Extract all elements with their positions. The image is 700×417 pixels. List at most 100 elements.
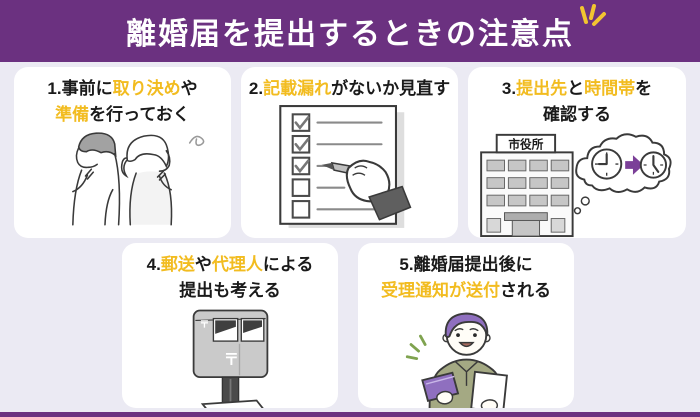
title-segment: 提出も考える: [179, 280, 281, 300]
city-hall-illustration: 市役所: [480, 133, 672, 238]
card-mail-or-proxy: 4.郵送や代理人による 提出も考える 〒 〒: [122, 243, 338, 408]
card-acceptance-notice: 5.離婚届提出後に 受理通知が送付される: [358, 243, 574, 408]
hand: [435, 390, 453, 405]
checkmark-icon: [294, 115, 310, 130]
envelope-edge: [425, 375, 454, 385]
postal-mark-small: 〒: [199, 319, 209, 331]
sparkle-line: [418, 334, 427, 346]
checklist-illustration: [279, 104, 412, 228]
person-with-documents-illustration: [405, 312, 508, 408]
window: [507, 159, 527, 172]
sparkle-line: [409, 343, 420, 353]
window: [507, 177, 527, 189]
window: [486, 218, 502, 233]
title-segment: や: [180, 79, 198, 98]
title-segment: と: [567, 79, 585, 98]
shine-icon: [580, 4, 606, 26]
title-segment-highlight: 取り決め: [112, 79, 181, 98]
man-raised-arm: [72, 174, 89, 193]
checkmark-icon: [294, 159, 310, 173]
title-segment-highlight: 郵送: [160, 255, 195, 274]
woman-torso: [129, 171, 172, 225]
title-line: 3.提出先と時間帯を: [502, 79, 652, 98]
title-segment-highlight: 代理人: [211, 255, 263, 274]
title-segment: による: [262, 255, 314, 274]
title-line: 準備を行っておく: [55, 105, 190, 124]
man-hair: [77, 132, 117, 158]
title-segment: 確認する: [543, 104, 611, 124]
title-segment: 2.: [248, 79, 264, 98]
title-line: 提出も考える: [179, 281, 281, 300]
title-segment: を行っておく: [89, 104, 190, 124]
man-front: [72, 169, 83, 226]
title-segment: を: [635, 79, 653, 98]
window: [550, 194, 570, 207]
hand: [480, 399, 498, 408]
entrance-lintel: [504, 212, 548, 221]
shine-ray: [580, 6, 588, 24]
building-sign-text: 市役所: [508, 137, 543, 151]
title-segment: される: [500, 280, 551, 300]
woman-hair: [126, 134, 170, 169]
woman-hand: [156, 170, 167, 181]
sleeve-cuff: [368, 185, 412, 221]
collar: [454, 360, 478, 386]
squiggle-icon: [188, 135, 205, 147]
bubble-dot: [580, 196, 590, 206]
woman-arm: [158, 175, 172, 191]
title-segment: や: [194, 255, 212, 274]
man-hand: [84, 168, 95, 180]
window: [529, 159, 548, 172]
checkbox: [291, 177, 311, 197]
window: [550, 177, 570, 189]
card-title: 3.提出先と時間帯を 確認する: [468, 76, 686, 127]
title-segment: がないか見直す: [331, 79, 451, 98]
title-segment-highlight: 準備: [55, 104, 90, 124]
window: [550, 159, 570, 172]
title-segment: 1.事前に: [47, 79, 113, 98]
postbox-base: [200, 399, 264, 408]
finger-lines: [352, 164, 368, 176]
header: 離婚届を提出するときの注意点: [0, 0, 700, 62]
postal-mark-large: 〒: [223, 352, 238, 369]
window: [486, 177, 505, 189]
card-title: 1.事前に取り決めや 準備を行っておく: [14, 76, 231, 127]
card-confirm-office-and-hours: 3.提出先と時間帯を 確認する 市役所: [468, 67, 686, 238]
checkbox: [291, 112, 311, 132]
mouth: [457, 341, 475, 348]
postbox-illustration: 〒 〒: [192, 309, 268, 408]
checkbox: [291, 199, 311, 219]
shine-ray: [592, 12, 606, 26]
shine-ray: [589, 4, 596, 20]
building-sign: [495, 133, 557, 154]
clock-hands: [652, 155, 660, 173]
page-title: 離婚届を提出するときの注意点: [126, 18, 574, 51]
couple-thinking-illustration: [72, 132, 205, 226]
title-segment: 3.: [501, 79, 517, 98]
checkmark-icon: [294, 137, 310, 152]
title-line: 5.離婚届提出後に: [399, 255, 532, 274]
card-advance-arrangements: 1.事前に取り決めや 準備を行っておく: [14, 67, 231, 238]
cards-panel: 1.事前に取り決めや 準備を行っておく: [0, 62, 700, 412]
woman-ponytail: [120, 157, 130, 179]
card-title: 5.離婚届提出後に 受理通知が送付される: [358, 252, 574, 303]
window: [550, 218, 566, 233]
hair: [444, 312, 488, 338]
mail-slot-flap: [214, 320, 236, 334]
checkbox: [291, 156, 311, 175]
bubble-dot: [573, 207, 582, 215]
card-title: 4.郵送や代理人による 提出も考える: [122, 252, 338, 303]
mail-slot-flap: [242, 320, 262, 333]
woman-front: [163, 172, 173, 226]
man-arm: [104, 188, 114, 226]
eye: [455, 333, 460, 337]
title-line: 確認する: [543, 105, 611, 124]
title-line: 1.事前に取り決めや: [47, 79, 197, 98]
title-line: 4.郵送や代理人による: [147, 255, 314, 274]
title-segment-highlight: 時間帯: [584, 79, 636, 98]
title-segment-highlight: 受理通知が送付: [381, 280, 500, 300]
window: [486, 159, 505, 172]
card-check-omissions: 2.記載漏れがないか見直す: [241, 67, 458, 238]
title-segment-highlight: 記載漏れ: [263, 79, 332, 98]
title-segment-highlight: 提出先: [516, 79, 568, 98]
